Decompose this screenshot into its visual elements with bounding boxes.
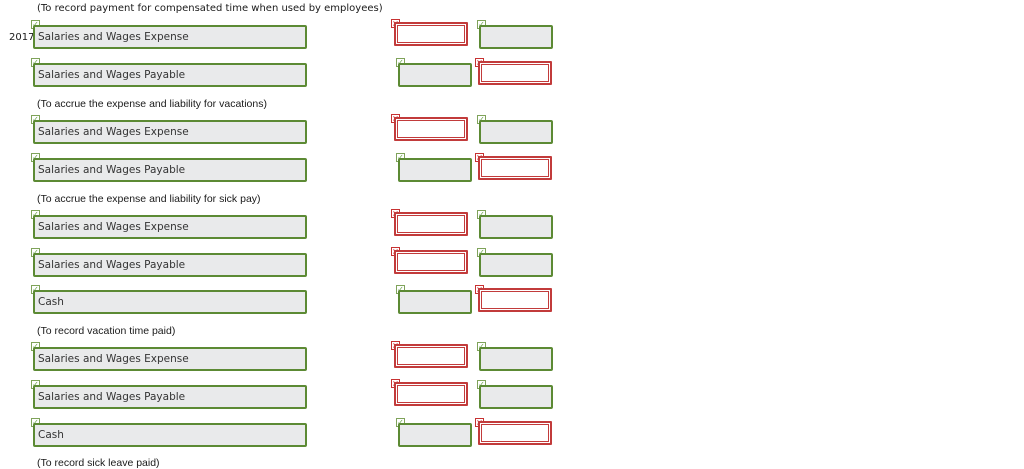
account-input[interactable]: Salaries and Wages Payable	[33, 253, 307, 277]
credit-input[interactable]	[479, 253, 553, 277]
entry-explanation: (To record sick leave paid)	[37, 457, 160, 469]
debit-input[interactable]	[398, 290, 472, 314]
account-input[interactable]: Salaries and Wages Expense	[33, 120, 307, 144]
debit-input[interactable]	[398, 423, 472, 447]
credit-input[interactable]	[479, 215, 553, 239]
account-input[interactable]: Salaries and Wages Payable	[33, 385, 307, 409]
debit-input[interactable]	[398, 63, 472, 87]
credit-input[interactable]	[479, 347, 553, 371]
entry-explanation: (To record payment for compensated time …	[37, 3, 383, 14]
account-input[interactable]: Cash	[33, 423, 307, 447]
credit-input[interactable]	[479, 25, 553, 49]
account-input[interactable]: Salaries and Wages Expense	[33, 347, 307, 371]
account-input[interactable]: Salaries and Wages Payable	[33, 158, 307, 182]
debit-input[interactable]	[398, 158, 472, 182]
credit-input[interactable]	[479, 385, 553, 409]
credit-input[interactable]	[478, 61, 552, 85]
account-input[interactable]: Cash	[33, 290, 307, 314]
debit-input[interactable]	[394, 117, 468, 141]
debit-input[interactable]	[394, 250, 468, 274]
account-input[interactable]: Salaries and Wages Expense	[33, 25, 307, 49]
account-input[interactable]: Salaries and Wages Expense	[33, 215, 307, 239]
debit-input[interactable]	[394, 344, 468, 368]
entry-explanation: (To record vacation time paid)	[37, 325, 176, 337]
debit-input[interactable]	[394, 382, 468, 406]
credit-input[interactable]	[478, 156, 552, 180]
debit-input[interactable]	[394, 22, 468, 46]
credit-input[interactable]	[478, 288, 552, 312]
entry-explanation: (To accrue the expense and liability for…	[37, 98, 267, 110]
debit-input[interactable]	[394, 212, 468, 236]
date-label: 2017	[9, 32, 35, 43]
credit-input[interactable]	[478, 421, 552, 445]
account-input[interactable]: Salaries and Wages Payable	[33, 63, 307, 87]
entry-explanation: (To accrue the expense and liability for…	[37, 193, 261, 205]
credit-input[interactable]	[479, 120, 553, 144]
